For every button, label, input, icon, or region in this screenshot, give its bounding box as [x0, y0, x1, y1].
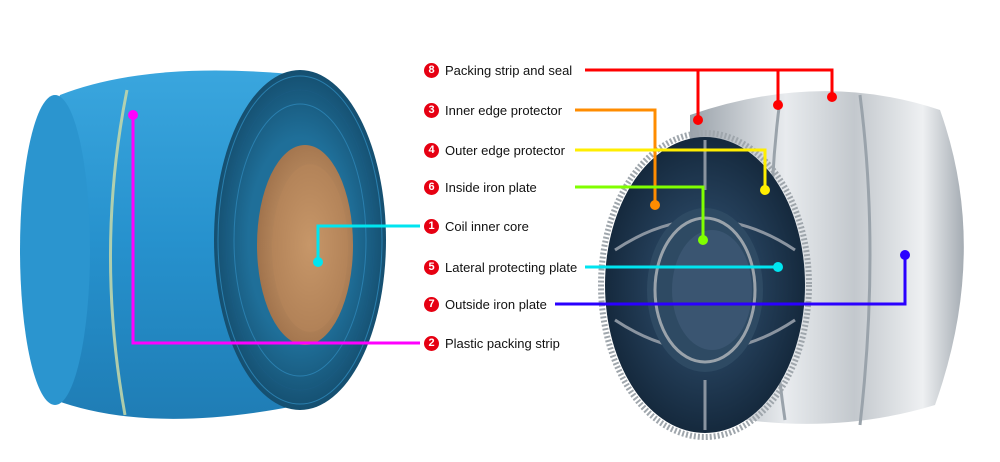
label-3-number: 3 [424, 102, 439, 118]
label-4: 4 Outer edge protector [424, 140, 565, 160]
endpoint-5 [773, 262, 783, 272]
blue-coil-left-edge [20, 95, 90, 405]
label-2: 2 Plastic packing strip [424, 333, 560, 353]
blue-coil-illustration [20, 70, 386, 419]
leader-line-2 [131, 115, 420, 345]
label-2-number: 2 [424, 335, 439, 351]
packed-coil-illustration [598, 91, 964, 440]
leader-line-8 [585, 68, 834, 120]
label-6-text: Inside iron plate [445, 179, 537, 195]
label-1-number: 1 [424, 218, 439, 234]
endpoint-8c [827, 92, 837, 102]
label-7-text: Outside iron plate [445, 296, 547, 312]
label-7: 7 Outside iron plate [424, 294, 547, 314]
blue-coil-packing-strip [108, 89, 129, 416]
endpoint-6 [698, 235, 708, 245]
leader-line-3 [575, 108, 657, 205]
label-8-number: 8 [424, 62, 439, 78]
label-5-text: Lateral protecting plate [445, 259, 578, 275]
label-6-number: 6 [424, 179, 439, 195]
label-8-text: Packing strip and seal [445, 62, 573, 78]
endpoint-7 [900, 250, 910, 260]
label-1: 1 Coil inner core [424, 216, 529, 236]
label-3: 3 Inner edge protector [424, 100, 562, 120]
label-5-number: 5 [424, 259, 439, 275]
leader-line-1 [316, 224, 420, 262]
endpoint-8b [773, 100, 783, 110]
endpoint-2 [128, 110, 138, 120]
label-4-number: 4 [424, 142, 439, 158]
endpoint-4 [760, 185, 770, 195]
label-7-number: 7 [424, 296, 439, 312]
leader-line-4 [575, 148, 767, 190]
label-5: 5 Lateral protecting plate [424, 257, 577, 277]
label-3-text: Inner edge protector [445, 102, 563, 118]
leader-lines [131, 68, 907, 345]
leader-line-6 [575, 185, 705, 240]
label-6: 6 Inside iron plate [424, 177, 537, 197]
label-2-text: Plastic packing strip [445, 335, 560, 351]
leader-line-7 [555, 255, 907, 306]
endpoint-8a [693, 115, 703, 125]
endpoint-3 [650, 200, 660, 210]
label-4-text: Outer edge protector [445, 142, 565, 158]
label-8: 8 Packing strip and seal [424, 60, 572, 80]
leader-endpoints [128, 92, 910, 272]
endpoint-1 [313, 257, 323, 267]
label-1-text: Coil inner core [445, 218, 529, 234]
